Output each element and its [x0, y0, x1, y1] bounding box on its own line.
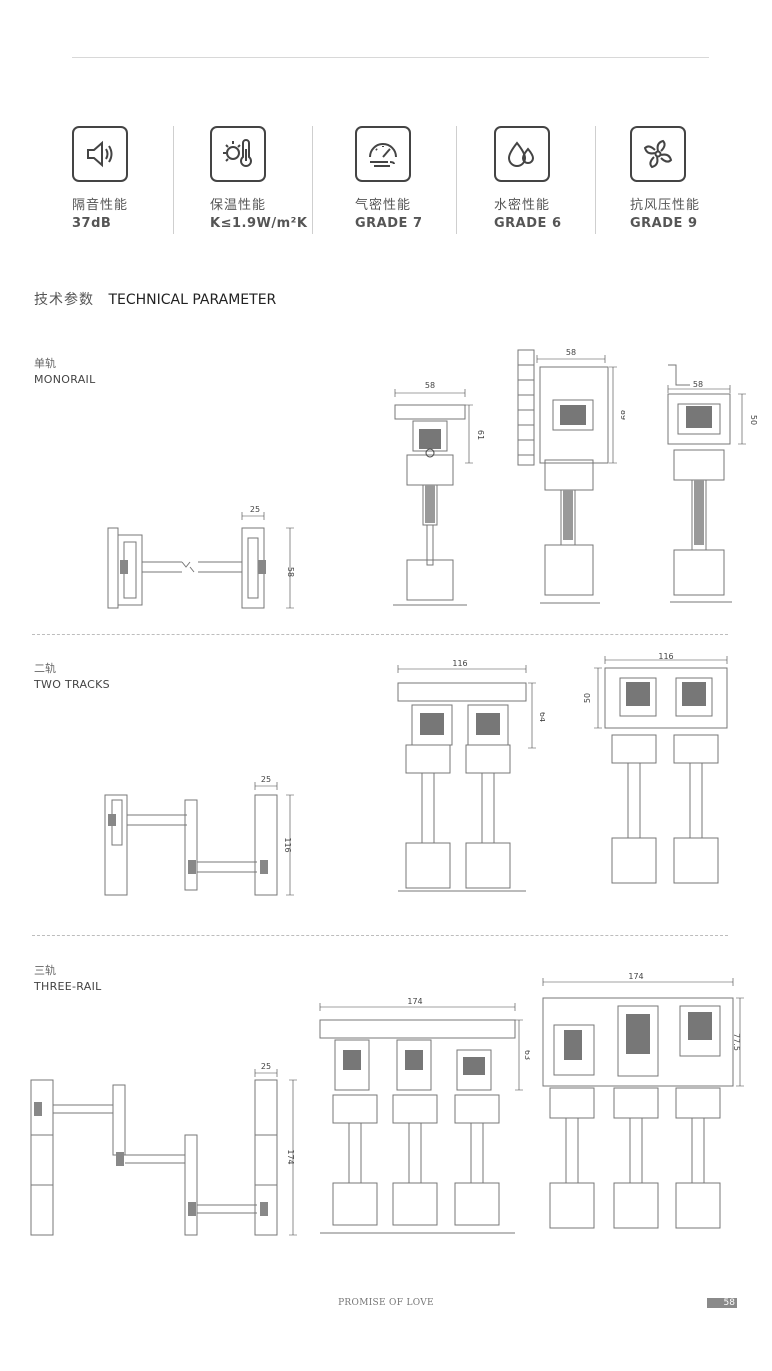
feature-wind-pressure: 抗风压性能 GRADE 9: [630, 126, 750, 231]
feature-title: 隔音性能: [72, 198, 129, 213]
monorail-section-1: 58 61: [393, 381, 485, 606]
feature-divider: [173, 126, 174, 234]
row-label-en: MONORAIL: [34, 373, 96, 386]
row-label-en: TWO TRACKS: [34, 678, 110, 691]
dim-width: 58: [693, 380, 703, 389]
sound-insulation-icon: [72, 126, 128, 182]
row-label-cn: 单轨: [34, 357, 56, 370]
monorail-plan-drawing: 25 58: [107, 505, 295, 609]
feature-value: K≤1.9W/m²K: [210, 216, 308, 231]
dim-height: 63: [523, 1050, 530, 1060]
feature-value: 37dB: [72, 216, 112, 231]
feature-divider: [595, 126, 596, 234]
row-divider: [32, 634, 728, 635]
feature-value: GRADE 9: [630, 216, 698, 231]
dim-height: 50: [749, 415, 758, 425]
dim-height: 89: [619, 410, 625, 420]
dim-height: 61: [476, 430, 485, 440]
section-heading: 技术参数 TECHNICAL PARAMETER: [34, 289, 276, 309]
two-tracks-section-1: 116 64: [397, 659, 545, 892]
feature-airtightness: 气密性能 GRADE 7: [355, 126, 475, 231]
row-label-monorail: 单轨 MONORAIL: [34, 355, 96, 386]
row-label-two-tracks: 二轨 TWO TRACKS: [34, 660, 110, 691]
three-rail-section-1: 174 63: [319, 997, 530, 1234]
monorail-section-3: 58 50: [667, 364, 758, 603]
dim-plan-width: 25: [261, 775, 271, 784]
row-divider: [32, 935, 728, 936]
dim-width: 174: [628, 972, 643, 981]
dim-plan-height: 58: [286, 567, 295, 577]
feature-value: GRADE 7: [355, 216, 423, 231]
dim-plan-width: 25: [250, 505, 260, 514]
dim-height: 77.5: [732, 1033, 741, 1051]
watertightness-icon: [494, 126, 550, 182]
dim-width: 116: [658, 652, 673, 661]
row-label-three-rail: 三轨 THREE-RAIL: [34, 962, 102, 993]
feature-divider: [456, 126, 457, 234]
two-tracks-section-2: 116 50: [583, 652, 728, 884]
dim-plan-width: 25: [261, 1062, 271, 1071]
two-tracks-plan-drawing: 25 116: [104, 775, 294, 896]
airtightness-icon: [355, 126, 411, 182]
dim-width: 58: [425, 381, 435, 390]
three-rail-section-2: 174 77.5: [542, 972, 744, 1229]
feature-title: 抗风压性能: [630, 198, 701, 213]
dim-width: 174: [407, 997, 422, 1006]
row-label-cn: 二轨: [34, 662, 56, 675]
feature-title: 气密性能: [355, 198, 412, 213]
dim-height: 64: [538, 712, 545, 722]
wind-pressure-icon: [630, 126, 686, 182]
page-number: 58: [707, 1298, 737, 1308]
three-rail-plan-drawing: 25 174: [30, 1062, 297, 1236]
dim-height: 50: [583, 693, 592, 703]
footer-tagline: PROMISE OF LOVE: [338, 1298, 434, 1308]
section-title-cn: 技术参数: [34, 292, 94, 308]
feature-divider: [312, 126, 313, 234]
section-title-en: TECHNICAL PARAMETER: [108, 292, 277, 308]
feature-title: 保温性能: [210, 198, 267, 213]
thermal-insulation-icon: [210, 126, 266, 182]
dim-width: 58: [566, 348, 576, 357]
feature-watertightness: 水密性能 GRADE 6: [494, 126, 614, 231]
feature-value: GRADE 6: [494, 216, 562, 231]
dim-plan-height: 116: [283, 837, 292, 852]
feature-sound-insulation: 隔音性能 37dB: [72, 126, 192, 231]
top-divider: [72, 57, 709, 58]
row-label-en: THREE-RAIL: [34, 980, 102, 993]
dim-plan-height: 174: [286, 1149, 295, 1164]
feature-title: 水密性能: [494, 198, 551, 213]
dim-width: 116: [452, 659, 467, 668]
row-label-cn: 三轨: [34, 964, 56, 977]
monorail-section-2: 58 89: [517, 348, 625, 604]
feature-thermal-insulation: 保温性能 K≤1.9W/m²K: [210, 126, 330, 231]
